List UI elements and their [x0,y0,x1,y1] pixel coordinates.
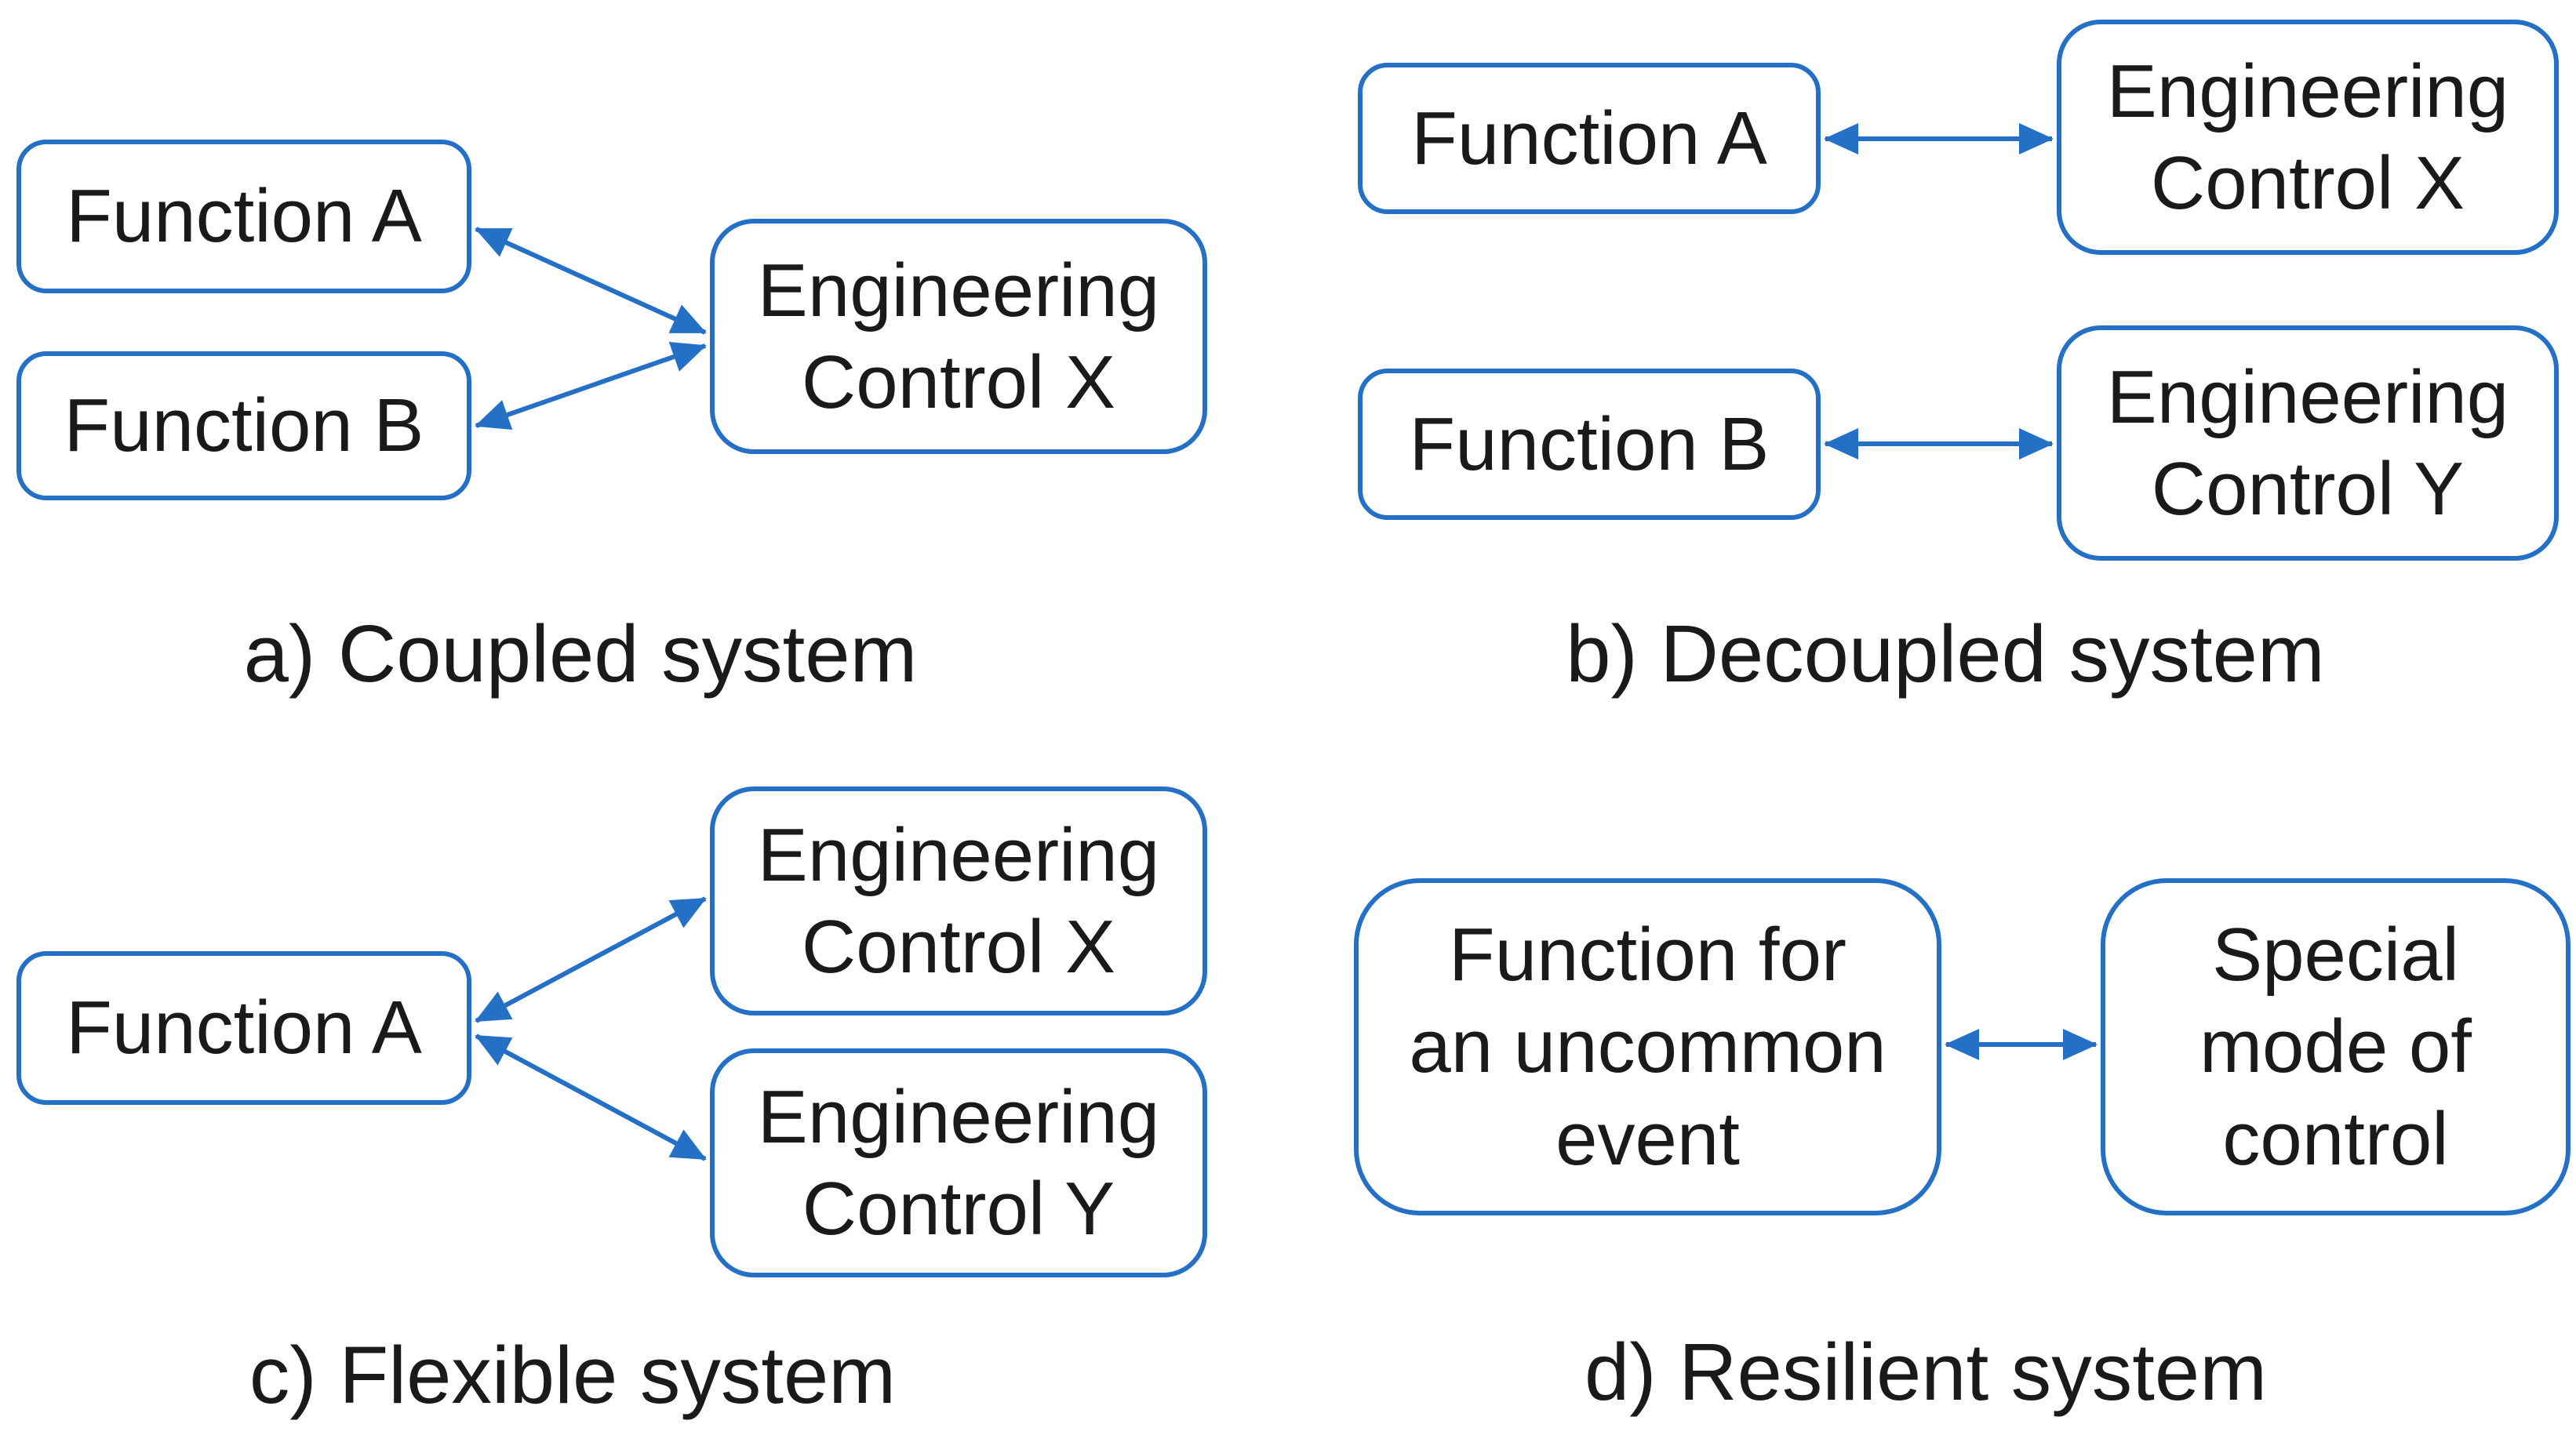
box-c-function-a: Function A [16,951,471,1105]
box-a-control-x: Engineering Control X [710,219,1207,454]
caption-decoupled-system: b) Decoupled system [1566,609,2325,699]
box-b-control-x: Engineering Control X [2057,20,2559,255]
box-a-function-a-label: Function A [66,174,422,259]
box-b-function-b-label: Function B [1409,401,1770,486]
box-c-function-a-label: Function A [66,986,422,1070]
box-b-function-a-label: Function A [1411,96,1767,180]
box-c-control-x: Engineering Control X [710,787,1207,1015]
box-d-special-mode: Special mode of control [2101,878,2571,1215]
box-b-control-y: Engineering Control Y [2057,325,2559,561]
box-a-control-x-label: Engineering Control X [757,248,1160,424]
arrow-c-functionA-controlX [475,896,707,1023]
arrow-a-functionB-controlX [475,341,707,430]
box-b-function-b: Function B [1358,369,1821,520]
box-a-function-a: Function A [16,140,471,293]
box-b-control-x-label: Engineering Control X [2106,49,2509,225]
box-b-control-y-label: Engineering Control Y [2106,354,2509,531]
box-d-function-event-label: Function for an uncommon event [1409,913,1887,1181]
caption-coupled-system: a) Coupled system [243,609,918,699]
box-d-function-event: Function for an uncommon event [1354,878,1941,1215]
arrow-c-functionA-controlY [475,1034,707,1161]
arrow-a-functionA-controlX [475,227,707,335]
caption-flexible-system: c) Flexible system [249,1330,897,1420]
caption-resilient-system: d) Resilient system [1584,1327,2268,1417]
box-a-function-b: Function B [16,351,471,500]
box-c-control-y-label: Engineering Control Y [757,1074,1160,1251]
box-c-control-x-label: Engineering Control X [757,812,1160,989]
box-c-control-y: Engineering Control Y [710,1048,1207,1277]
box-b-function-a: Function A [1358,63,1821,214]
box-a-function-b-label: Function B [64,383,424,468]
box-d-special-mode-label: Special mode of control [2199,913,2472,1181]
